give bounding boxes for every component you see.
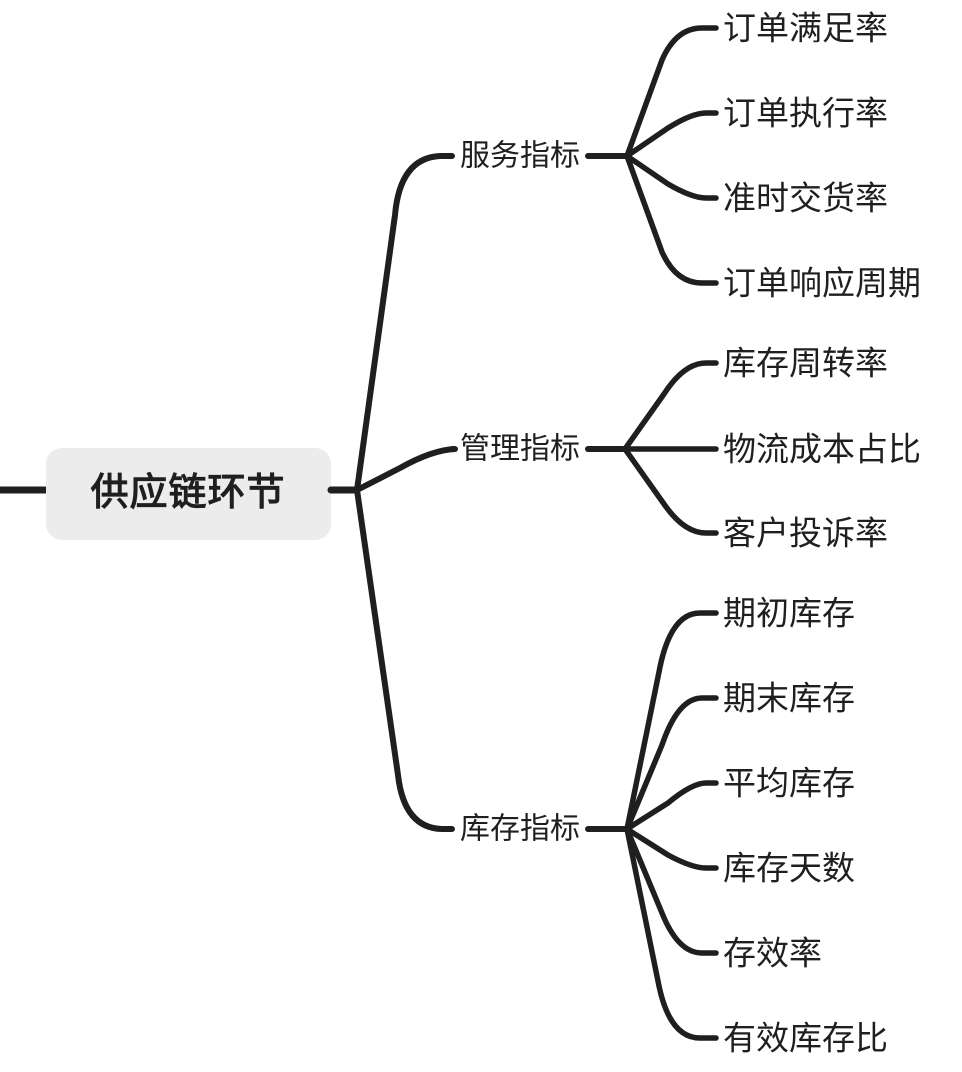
leaf-label-2-3[interactable]: 客户投诉率 xyxy=(723,514,888,553)
leaf-edge-3-2 xyxy=(624,695,719,832)
leaf-edge-1-3 xyxy=(624,153,719,201)
branch-label-2[interactable]: 管理指标 xyxy=(460,432,580,467)
leaf-edge-1-2 xyxy=(624,110,719,159)
leaf-label-2-2[interactable]: 物流成本占比 xyxy=(723,430,921,469)
trunk-edges-group xyxy=(354,153,458,832)
trunk-edge-to-branch-1 xyxy=(354,153,455,493)
branch-group-3: 库存指标 期初库存 期末库存 平均库存 库存天数 存效率 有效库存比 xyxy=(460,594,888,1058)
root-node-label: 供应链环节 xyxy=(90,470,285,514)
root-node-group: 供应链环节 xyxy=(0,448,361,540)
leaf-label-1-3[interactable]: 准时交货率 xyxy=(723,179,888,218)
branch-group-1: 服务指标 订单满足率 订单执行率 准时交货率 订单响应周期 xyxy=(460,9,921,303)
leaf-label-3-6[interactable]: 有效库存比 xyxy=(723,1019,888,1058)
leaf-edge-2-3 xyxy=(622,446,719,536)
leaf-label-3-2[interactable]: 期末库存 xyxy=(723,679,855,718)
trunk-edge-to-branch-3 xyxy=(354,487,455,832)
leaf-label-1-4[interactable]: 订单响应周期 xyxy=(723,264,921,303)
leaf-edge-3-4 xyxy=(624,826,719,871)
root-node-box[interactable] xyxy=(46,448,331,540)
leaf-edge-1-1 xyxy=(624,25,719,159)
leaf-label-3-4[interactable]: 库存天数 xyxy=(723,849,855,888)
leaf-edge-3-3 xyxy=(624,780,719,832)
branch-label-1[interactable]: 服务指标 xyxy=(460,139,580,174)
leaf-edge-2-1 xyxy=(622,360,719,452)
leaf-edge-1-4 xyxy=(624,153,719,286)
leaf-label-3-3[interactable]: 平均库存 xyxy=(723,764,855,803)
leaf-edge-3-6 xyxy=(624,826,719,1041)
branch-label-3[interactable]: 库存指标 xyxy=(460,812,580,847)
leaf-edge-3-1 xyxy=(624,610,719,832)
leaf-label-1-1[interactable]: 订单满足率 xyxy=(723,9,888,48)
leaf-label-2-1[interactable]: 库存周转率 xyxy=(723,344,888,383)
branch-group-2: 管理指标 库存周转率 物流成本占比 客户投诉率 xyxy=(460,344,921,553)
leaf-label-3-5[interactable]: 存效率 xyxy=(723,934,822,973)
leaf-label-3-1[interactable]: 期初库存 xyxy=(723,594,855,633)
trunk-edge-to-branch-2 xyxy=(354,446,458,493)
leaf-edge-3-5 xyxy=(624,826,719,956)
leaf-label-1-2[interactable]: 订单执行率 xyxy=(723,94,888,133)
